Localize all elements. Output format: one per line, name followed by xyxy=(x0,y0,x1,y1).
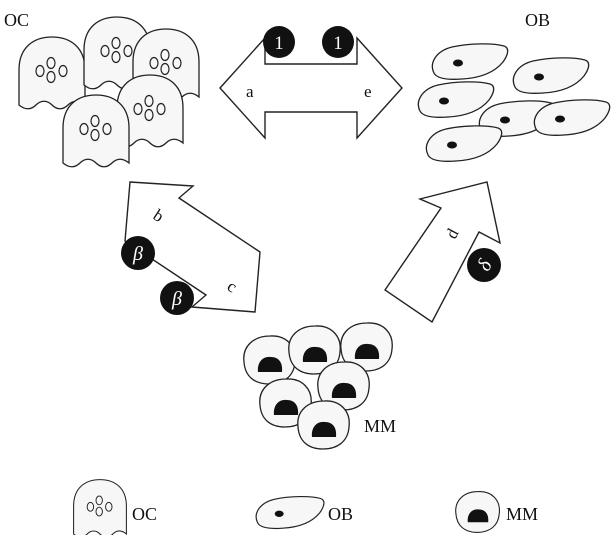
osteoblast-cell xyxy=(512,57,590,94)
ob-cluster-label: OB xyxy=(525,10,550,30)
osteoclast-cell xyxy=(62,94,130,168)
legend-label-ob: OB xyxy=(328,504,353,524)
osteoblast-cell xyxy=(431,43,509,80)
legend-item-mm: MM xyxy=(455,490,538,533)
badge-delta: δ xyxy=(467,248,501,282)
mm-ob-arrow: d δ xyxy=(384,181,501,324)
legend: OC OB MM xyxy=(73,479,538,535)
svg-text:1: 1 xyxy=(274,33,284,54)
legend-item-oc: OC xyxy=(73,479,157,535)
osteoblast-cell xyxy=(417,81,495,118)
legend-label-mm: MM xyxy=(506,504,538,524)
arrow-label-a: a xyxy=(246,82,254,101)
badge-1-left: 1 xyxy=(263,26,295,58)
oc-mm-double-arrow: b c β β xyxy=(121,181,261,315)
myeloma-cell xyxy=(243,335,296,385)
svg-text:1: 1 xyxy=(333,33,343,54)
mm-cluster-label: MM xyxy=(364,416,396,436)
osteoclast-cell xyxy=(18,36,86,110)
badge-1-right: 1 xyxy=(322,26,354,58)
legend-myeloma-icon xyxy=(455,490,501,533)
oc-ob-double-arrow: a e 1 1 xyxy=(219,26,403,140)
svg-text:β: β xyxy=(132,243,143,265)
legend-osteoclast-icon xyxy=(73,479,127,535)
arrow-label-e: e xyxy=(364,82,372,101)
legend-item-ob: OB xyxy=(255,495,353,530)
osteoblast-cell xyxy=(425,125,503,162)
myeloma-cell xyxy=(297,400,350,450)
oc-cluster-label: OC xyxy=(4,10,29,30)
svg-text:β: β xyxy=(171,288,182,310)
osteoclast-cluster xyxy=(18,16,200,168)
legend-label-oc: OC xyxy=(132,504,157,524)
badge-beta-lower: β xyxy=(160,281,194,315)
legend-osteoblast-icon xyxy=(255,495,325,530)
osteoblast-cluster xyxy=(417,43,611,162)
badge-beta-upper: β xyxy=(121,236,155,270)
